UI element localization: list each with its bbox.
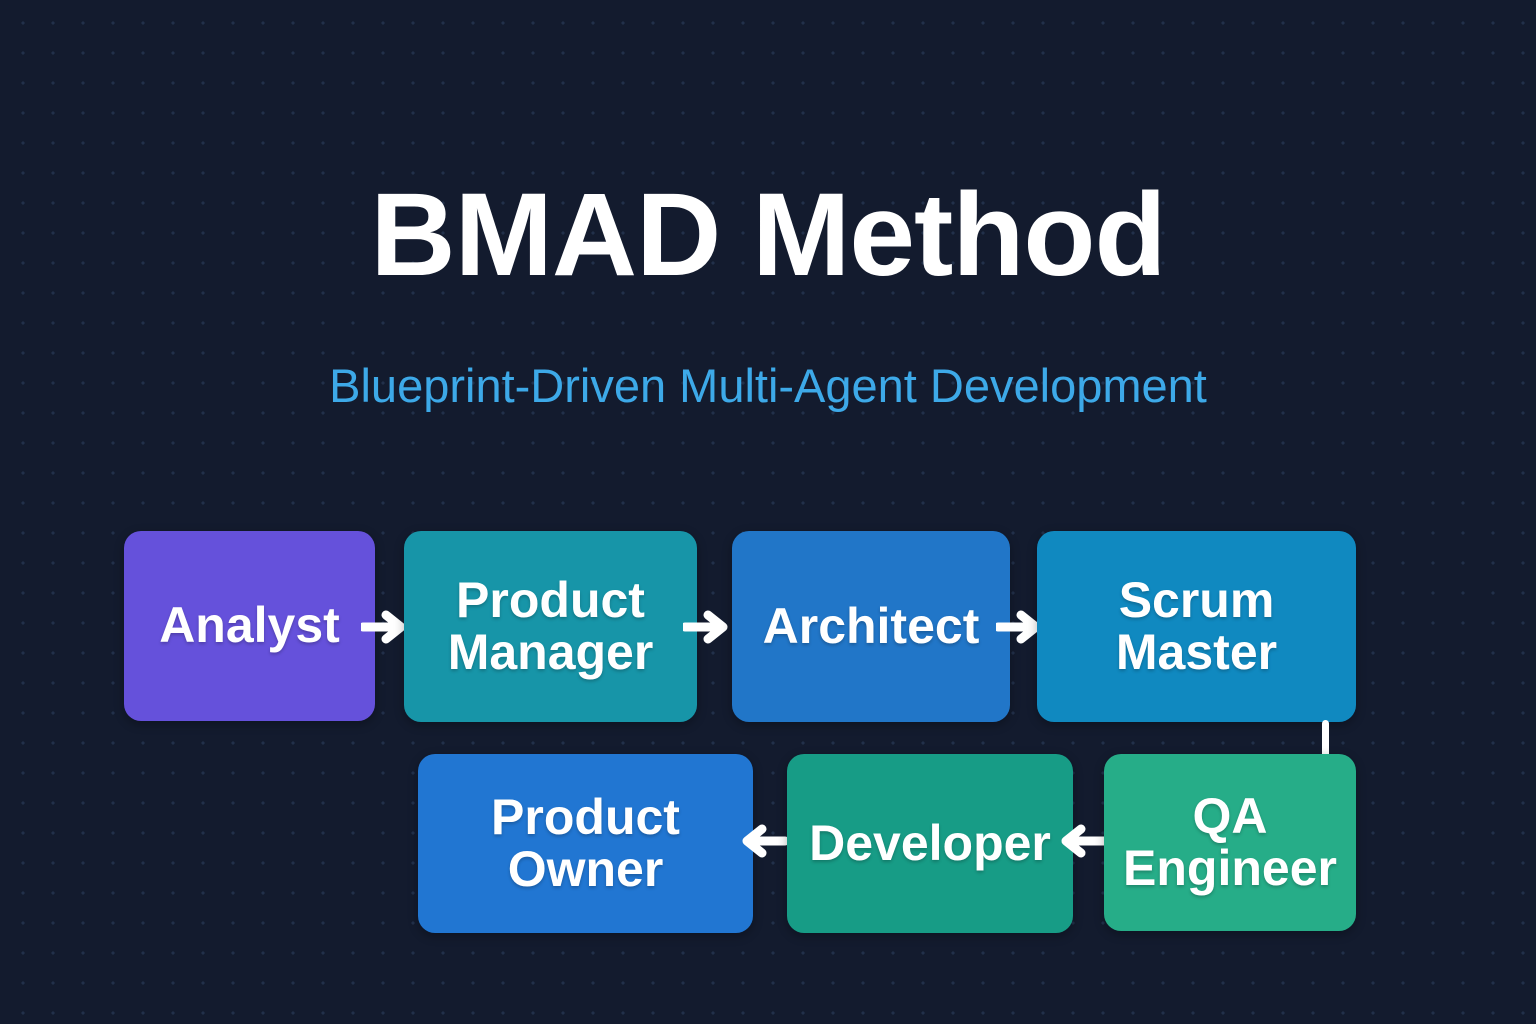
- node-scrum-master-label: Scrum Master: [1115, 572, 1278, 680]
- vertical-line-icon-scrum-master-to-qa-engineer: [1322, 720, 1329, 758]
- node-developer[interactable]: Developer: [787, 754, 1073, 933]
- arrow-left-icon-qa-engineer-to-developer: [1058, 819, 1106, 863]
- node-qa-engineer[interactable]: QA Engineer: [1104, 754, 1356, 931]
- arrow-right-icon-architect-to-scrum-master: [996, 605, 1044, 649]
- node-qa-engineer-label: QA Engineer: [1123, 788, 1337, 896]
- node-developer-label: Developer: [809, 814, 1051, 871]
- page-title: BMAD Method: [370, 169, 1166, 301]
- node-architect-label: Architect: [762, 597, 980, 654]
- node-product-owner[interactable]: Product Owner: [418, 754, 753, 933]
- node-scrum-master[interactable]: Scrum Master: [1037, 531, 1356, 722]
- node-product-manager[interactable]: Product Manager: [404, 531, 697, 722]
- node-architect[interactable]: Architect: [732, 531, 1010, 722]
- arrow-right-icon-analyst-to-product-manager: [361, 605, 409, 649]
- arrow-right-icon-product-manager-to-architect: [683, 605, 731, 649]
- node-product-owner-label: Product Owner: [491, 789, 680, 897]
- node-analyst[interactable]: Analyst: [124, 531, 375, 721]
- page-subtitle: Blueprint-Driven Multi-Agent Development: [329, 359, 1207, 412]
- node-analyst-label: Analyst: [159, 597, 340, 654]
- node-product-manager-label: Product Manager: [447, 572, 654, 680]
- arrow-left-icon-developer-to-product-owner: [739, 819, 787, 863]
